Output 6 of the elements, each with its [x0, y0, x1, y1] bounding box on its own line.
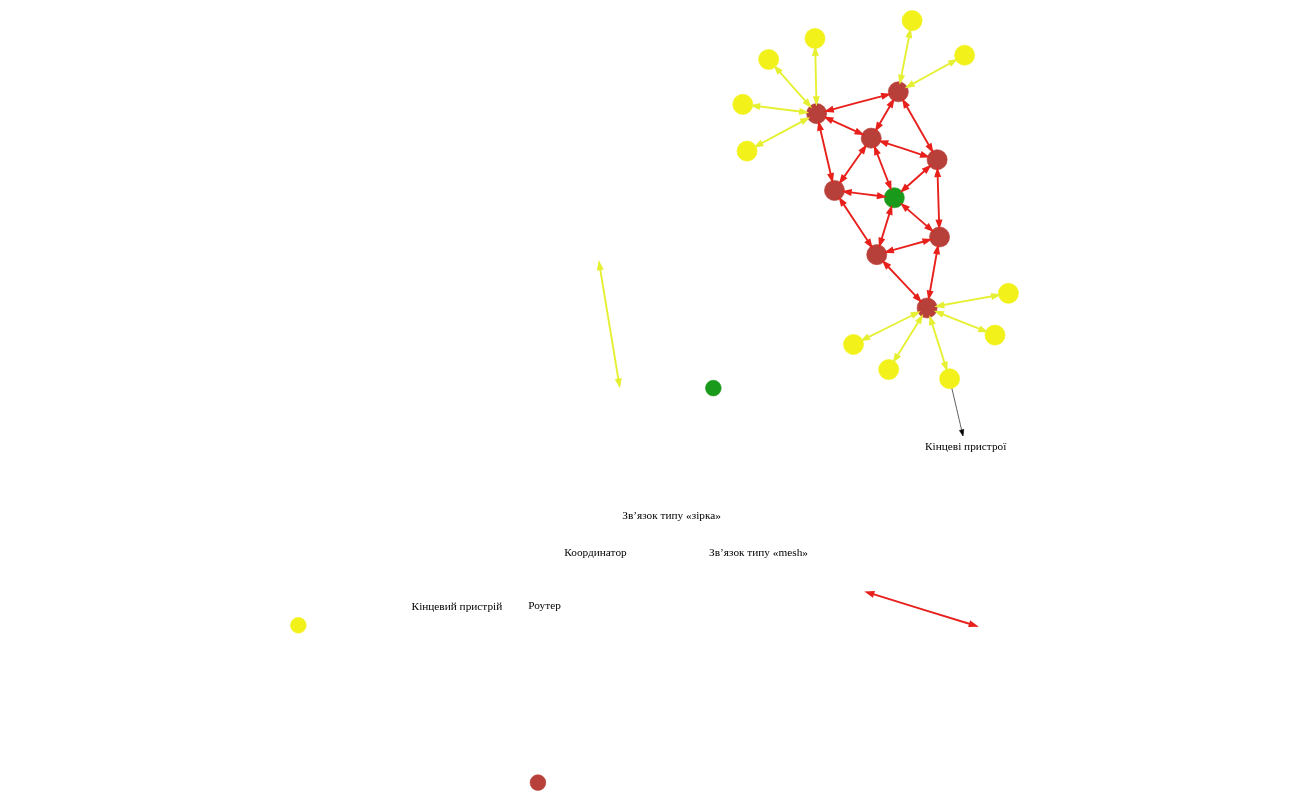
- legend-label: Координатор: [563, 546, 627, 559]
- node-text: Кінцеві пристрої: [924, 440, 1006, 453]
- legend-label: Кінцевий пристрій: [411, 599, 502, 612]
- legend-label: Роутер: [527, 598, 561, 611]
- legend-label: Зв’язок типу «зірка»: [621, 508, 721, 521]
- legend-label: Зв’язок типу «mesh»: [708, 546, 808, 559]
